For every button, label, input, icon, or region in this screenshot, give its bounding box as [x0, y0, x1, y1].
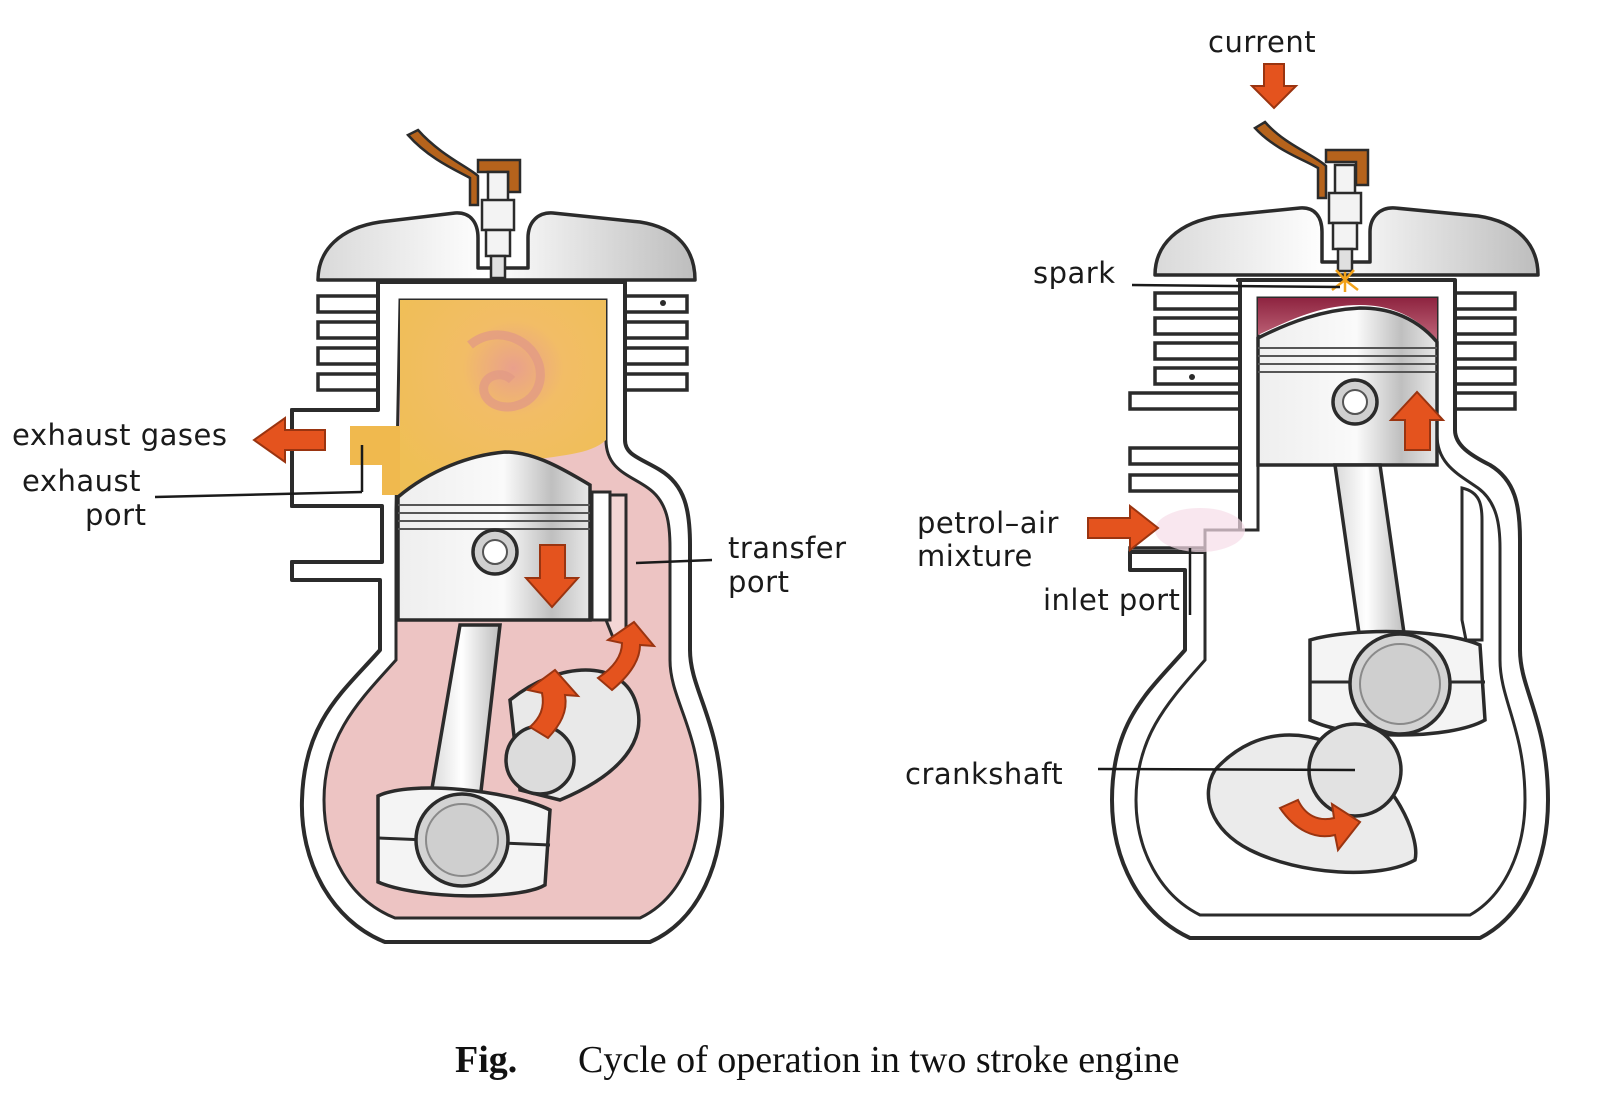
label-transfer-port-line1: transfer — [728, 531, 847, 565]
petrol-air-arrow — [1087, 503, 1160, 553]
right-piston — [1256, 306, 1439, 467]
figure-caption-prefix: Fig. — [455, 1039, 517, 1081]
label-exhaust-port-line2: port — [85, 498, 146, 532]
label-exhaust-port-line1: exhaust — [22, 464, 141, 498]
left-piston-down-arrow — [523, 544, 581, 609]
figure-caption-text: Cycle of operation in two stroke engine — [578, 1039, 1180, 1081]
left-spark-plug — [405, 128, 522, 280]
right-cylinder-head — [1153, 206, 1540, 277]
right-cooling-fins-left — [1128, 291, 1242, 566]
leader-lines — [154, 283, 1356, 772]
left-connecting-rod — [376, 623, 552, 898]
current-arrow — [1249, 63, 1299, 110]
left-engine — [252, 128, 725, 944]
spark-icon — [1331, 269, 1359, 292]
left-flow-arrow-1 — [525, 668, 581, 740]
right-combustion-chamber — [1258, 298, 1437, 340]
crankshaft-rotation-arrow — [1278, 798, 1362, 853]
left-crankpin — [504, 724, 576, 796]
left-cooling-fins-right — [623, 294, 689, 392]
left-exhaust-outflow — [350, 426, 400, 495]
label-exhaust-gases: exhaust gases — [12, 418, 227, 452]
left-hole-marker — [660, 300, 666, 306]
left-cooling-fins-left — [316, 294, 382, 392]
right-cooling-fins-right — [1453, 291, 1517, 411]
label-current: current — [1208, 25, 1316, 59]
left-piston — [396, 450, 612, 622]
right-piston-up-arrow — [1388, 390, 1446, 451]
left-exhaust-gas — [400, 300, 606, 495]
label-crankshaft: crankshaft — [905, 757, 1063, 791]
label-petrol-air-line2: mixture — [917, 539, 1033, 573]
right-hole-marker — [1189, 374, 1195, 380]
label-spark: spark — [1033, 256, 1116, 290]
right-transfer-port-passage — [1460, 486, 1484, 642]
left-flow-arrow-2 — [596, 620, 657, 692]
label-petrol-air-line1: petrol–air — [917, 506, 1059, 540]
label-transfer-port-line2: port — [728, 565, 789, 599]
right-incoming-mixture-haze — [1155, 508, 1245, 552]
left-swirl — [467, 330, 545, 412]
left-exhaust-arrow — [252, 416, 326, 464]
right-engine — [660, 63, 1550, 940]
right-connecting-rod — [1308, 463, 1487, 737]
label-inlet-port: inlet port — [1043, 583, 1180, 617]
right-spark-plug — [1253, 120, 1370, 273]
